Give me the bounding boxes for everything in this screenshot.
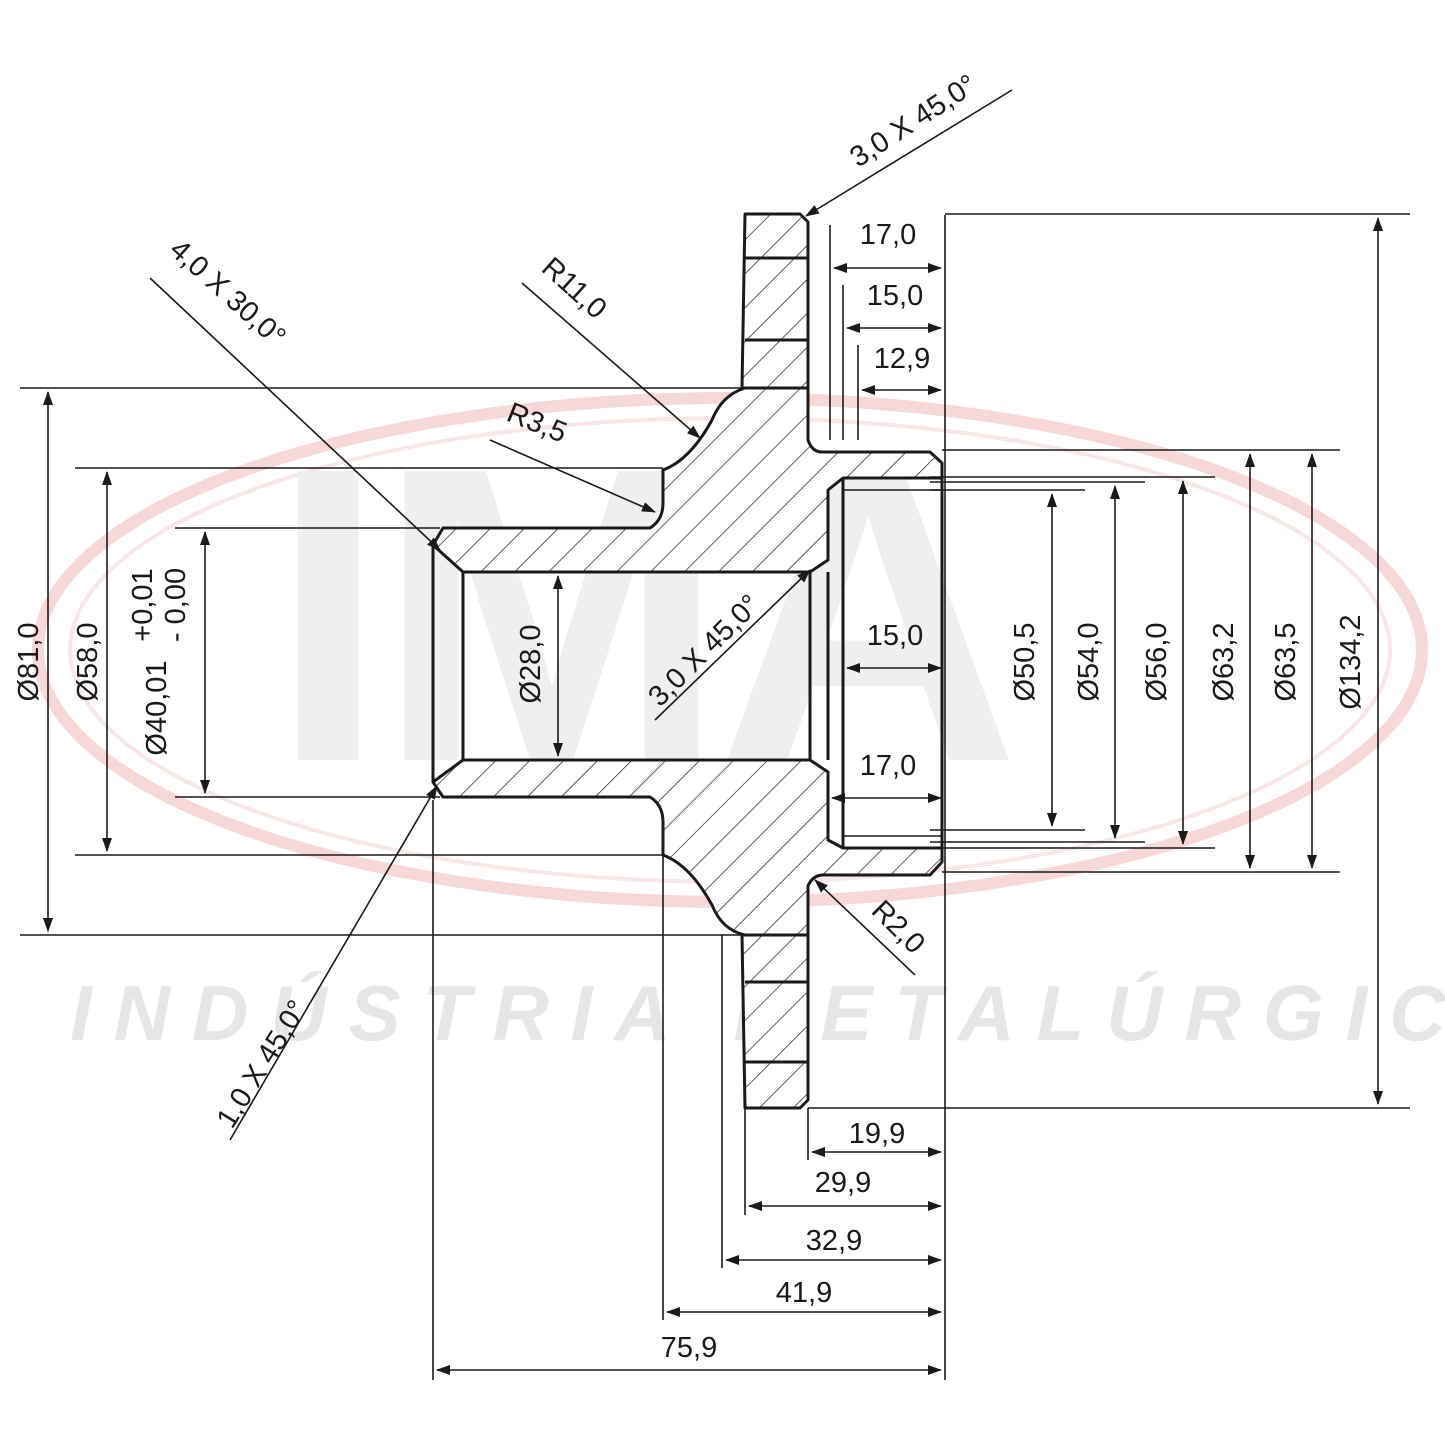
- label-b32-9: 32,9: [806, 1225, 862, 1257]
- label-d56: Ø56,0: [1141, 623, 1173, 702]
- label-mid-15: 15,0: [867, 620, 923, 652]
- label-d81: Ø81,0: [13, 623, 45, 702]
- callout-radius-r2: R2,0: [865, 894, 931, 960]
- label-top-12-9: 12,9: [874, 343, 930, 375]
- label-d40-tol-lower: - 0,00: [160, 568, 192, 642]
- label-d58: Ø58,0: [72, 623, 104, 702]
- body-upper: [431, 386, 944, 574]
- label-top-15: 15,0: [867, 280, 923, 312]
- extension-lines: [20, 213, 1410, 1380]
- callout-chamfer-left: 4,0 X 30,0°: [163, 233, 291, 353]
- label-b41-9: 41,9: [776, 1277, 832, 1309]
- body-lower: [431, 758, 944, 937]
- label-d40-tol-upper: +0,01: [127, 568, 159, 641]
- label-d63-2: Ø63,2: [1208, 623, 1240, 702]
- label-d40: Ø40,01: [141, 660, 173, 755]
- diameter-labels: Ø81,0 Ø58,0 Ø40,01 +0,01 - 0,00 Ø28,0 Ø5…: [13, 568, 1367, 756]
- label-d50-5: Ø50,5: [1009, 623, 1041, 702]
- label-b75-9: 75,9: [661, 1332, 717, 1364]
- label-mid-17: 17,0: [860, 750, 916, 782]
- label-b29-9: 29,9: [815, 1167, 871, 1199]
- label-d63-5: Ø63,5: [1270, 623, 1302, 702]
- leader-lines: [149, 89, 1013, 1141]
- label-d134-2: Ø134,2: [1335, 614, 1367, 709]
- label-top-17: 17,0: [860, 219, 916, 251]
- part-section: [431, 212, 944, 1110]
- callout-radius-r11: R11,0: [535, 251, 612, 325]
- label-d28: Ø28,0: [515, 625, 547, 704]
- length-labels: 17,0 15,0 12,9 15,0 17,0 19,9 29,9 32,9 …: [661, 219, 930, 1364]
- label-d54: Ø54,0: [1073, 623, 1105, 702]
- label-b19-9: 19,9: [849, 1118, 905, 1150]
- flange-lower: [740, 933, 810, 1110]
- dimension-lines: [43, 217, 1383, 1375]
- flange-upper: [740, 212, 810, 390]
